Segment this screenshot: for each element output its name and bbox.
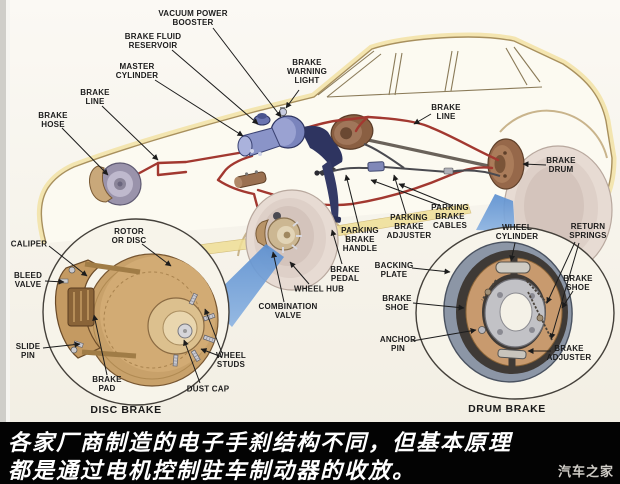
- label-master-cylinder: MASTER CYLINDER: [115, 61, 159, 80]
- disc-brake-detail: [42, 218, 230, 406]
- label-brake-drum: BRAKE DRUM: [546, 155, 576, 174]
- brake-adjuster-part: [497, 348, 527, 360]
- caption-line-1: 各家厂商制造的电子手刹结构不同，但基本原理: [8, 430, 513, 455]
- caliper-part: [54, 259, 141, 359]
- label-wheel-hub: WHEEL HUB: [293, 284, 345, 294]
- bleed-valve-part: [59, 278, 69, 284]
- master-cylinder-assembly: [237, 107, 343, 223]
- label-backing-plate: BACKING PLATE: [374, 260, 414, 279]
- label-brake-hose: BRAKE HOSE: [38, 110, 68, 129]
- wheel-cylinder-part: [495, 261, 531, 274]
- label-wheel-studs: WHEEL STUDS: [216, 350, 246, 369]
- label-anchor-pin: ANCHOR PIN: [379, 334, 417, 353]
- label-dust-cap: DUST CAP: [186, 384, 230, 394]
- label-slide-pin: SLIDE PIN: [15, 341, 41, 360]
- label-rotor-or-disc: ROTOR OR DISC: [111, 226, 147, 245]
- label-brake-pedal: BRAKE PEDAL: [330, 264, 360, 283]
- label-vacuum-power-booster: VACUUM POWER BOOSTER: [158, 8, 228, 27]
- label-brake-adjuster: BRAKE ADJUSTER: [546, 343, 592, 362]
- label-brake-fluid-reservoir: BRAKE FLUID RESERVOIR: [124, 31, 182, 50]
- label-combination-valve: COMBINATION VALVE: [258, 301, 318, 320]
- drum-brake-detail: [415, 226, 615, 400]
- label-caliper: CALIPER: [10, 239, 48, 249]
- watermark-autohome: 汽车之家: [557, 464, 614, 479]
- caption-bar: 各家厂商制造的电子手刹结构不同，但基本原理 都是通过电机控制驻车制动器的收放。 …: [0, 422, 620, 484]
- title-drum-brake: DRUM BRAKE: [468, 403, 546, 415]
- label-brake-shoe-lower: BRAKE SHOE: [382, 293, 412, 312]
- callout-wedge-rear: [476, 194, 515, 232]
- callout-arrows: [42, 27, 580, 384]
- left-edge-strip-inner: [6, 0, 10, 422]
- label-wheel-cylinder: WHEEL CYLINDER: [495, 222, 539, 241]
- car-windows: [317, 46, 543, 98]
- label-return-springs: RETURN SPRINGS: [569, 221, 607, 240]
- brake-pedal-arm: [322, 160, 339, 218]
- anchor-pin-part: [478, 326, 486, 334]
- front-left-wheel: [89, 162, 142, 206]
- label-brake-warning-light: BRAKE WARNING LIGHT: [286, 58, 328, 86]
- label-brake-line-rear: BRAKE LINE: [431, 102, 461, 121]
- label-brake-shoe-upper: BRAKE SHOE: [563, 273, 593, 292]
- label-parking-brake-adjuster: PARKING BRAKE ADJUSTER: [386, 213, 432, 241]
- label-brake-line-front: BRAKE LINE: [80, 87, 110, 106]
- left-edge-strip: [0, 0, 6, 422]
- label-brake-pad: BRAKE PAD: [92, 374, 122, 393]
- wheel-studs-part: [172, 292, 216, 367]
- label-parking-brake-cables: PARKING BRAKE CABLES: [431, 203, 469, 231]
- caption-line-2: 都是通过电机控制驻车制动器的收放。: [8, 458, 417, 483]
- front-caliper: [89, 165, 113, 203]
- parking-brake-adjuster: [367, 161, 385, 172]
- label-parking-brake-handle: PARKING BRAKE HANDLE: [341, 226, 379, 254]
- rear-wheel-arch: [499, 109, 608, 159]
- label-bleed-valve: BLEED VALVE: [13, 270, 43, 289]
- combination-valve-part: [234, 170, 267, 188]
- title-disc-brake: DISC BRAKE: [90, 404, 162, 416]
- brake-warning-light-bulb: [278, 108, 287, 117]
